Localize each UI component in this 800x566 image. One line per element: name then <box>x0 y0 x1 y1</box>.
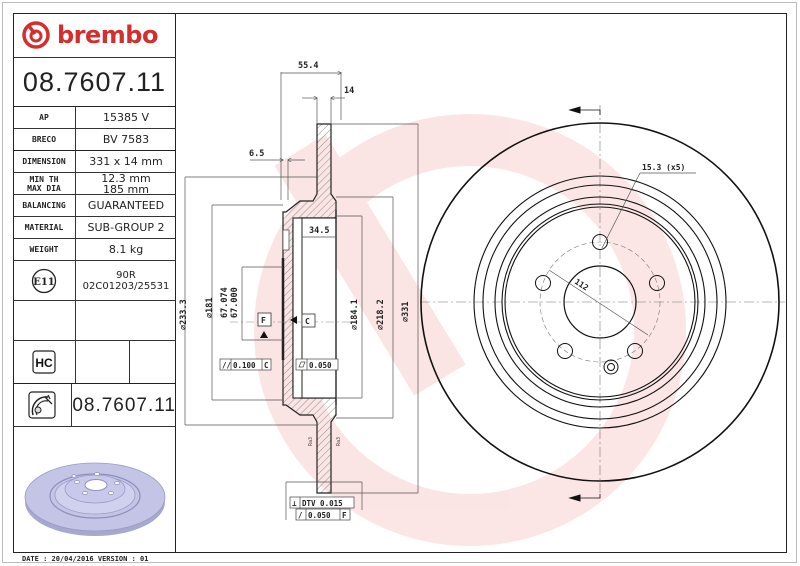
hc-row: HC <box>13 341 176 384</box>
spec-value: SUB-GROUP 2 <box>87 221 165 234</box>
homologation-line2: 02C01203/25531 <box>82 280 170 292</box>
hc-icon-cell: HC <box>13 341 76 383</box>
dim-overall-height: 55.4 <box>298 61 318 71</box>
dim-hat-wall: 6.5 <box>249 149 264 159</box>
flatness-icon <box>298 361 306 368</box>
runout-value: 0.050 <box>308 511 331 520</box>
spec-row-min-th-max-dia: MIN TH MAX DIA 12.3 mm 185 mm <box>13 173 176 195</box>
runout-ref: F <box>342 511 347 520</box>
bolt-holes <box>535 234 665 359</box>
spec-key: BALANCING <box>13 195 76 216</box>
drawing-frame <box>13 13 787 553</box>
empty-cell <box>76 301 176 340</box>
dim-dia-181: ⌀181 <box>205 298 215 318</box>
flatness-value: 0.050 <box>309 361 332 370</box>
spec-key: MATERIAL <box>13 217 76 238</box>
dtv-value: DTV 0.015 <box>302 499 343 508</box>
spec-row-material: MATERIAL SUB-GROUP 2 <box>13 217 176 239</box>
e11-circle-icon: E11 <box>31 268 57 293</box>
dim-thickness: 14 <box>344 86 354 96</box>
datum-f: F <box>257 312 272 338</box>
dtv-icon: ⊥ <box>292 499 297 508</box>
runout-frame <box>295 508 351 521</box>
front-view <box>420 105 785 502</box>
svg-text:E11: E11 <box>33 277 55 288</box>
locating-hole <box>603 359 619 375</box>
preview-cell <box>13 427 176 553</box>
spec-value: 8.1 kg <box>108 243 144 256</box>
hc-badge-icon: HC <box>32 350 56 374</box>
homologation-row: E11 90R 02C01203/25531 <box>13 261 176 301</box>
spec-key-line2: MAX DIA <box>27 183 61 193</box>
surface-mark-left: Ra3 <box>308 437 314 446</box>
spec-value-line1: 12.3 mm <box>101 171 151 185</box>
spec-row-weight: WEIGHT 8.1 kg <box>13 239 176 261</box>
technical-drawing: 55.4 14 6.5 34.5 ⌀233.3 ⌀181 67.074 67.0… <box>179 61 785 521</box>
spec-key: AP <box>13 107 76 128</box>
dim-centre-max: 67.074 <box>220 287 230 318</box>
homologation-line1: 90R <box>116 269 136 281</box>
spec-key-line1: MIN TH <box>29 174 59 184</box>
svg-text:HC: HC <box>35 356 53 370</box>
spec-key: BRECO <box>13 129 76 150</box>
dtv-frame <box>289 496 355 509</box>
homologation-icon-cell: E11 <box>13 261 76 300</box>
brand-header: brembo <box>13 13 176 58</box>
cross-section-view <box>230 123 350 494</box>
spec-row-ap: AP 15385 V <box>13 107 176 129</box>
spec-value-line2: 185 mm <box>103 182 149 196</box>
spec-value: 331 x 14 mm <box>89 155 163 168</box>
footer-date-version: DATE : 20/04/2016 VERSION : 01 <box>22 555 149 563</box>
bolt-hole-label: 15.3 (x5) <box>642 163 685 172</box>
spec-key: WEIGHT <box>13 239 76 260</box>
spec-row-dimension: DIMENSION 331 x 14 mm <box>13 151 176 173</box>
pcd-label: 112 <box>573 277 590 293</box>
dim-centre-min: 67.000 <box>230 287 240 318</box>
dim-dia-233: ⌀233.3 <box>179 299 189 330</box>
spec-value: 12.3 mm 185 mm <box>76 171 176 196</box>
parallelism-ref: C <box>264 361 269 370</box>
disc-caliper-icon <box>28 391 56 419</box>
empty-cell <box>76 341 130 383</box>
dim-hat-depth: 34.5 <box>309 226 329 236</box>
parallelism-frame <box>219 358 272 371</box>
spec-key: MIN TH MAX DIA <box>13 173 76 194</box>
homologation-text: 90R 02C01203/25531 <box>76 261 176 300</box>
empty-cell <box>130 341 176 383</box>
spec-value: BV 7583 <box>102 133 150 146</box>
dim-dia-184: ⌀184.1 <box>350 299 360 330</box>
spec-row-breco: BRECO BV 7583 <box>13 129 176 151</box>
dim-dia-331: ⌀331 <box>401 302 411 322</box>
spec-value: 15385 V <box>102 111 149 124</box>
part-number: 08.7607.11 <box>13 58 176 107</box>
runout-icon: / <box>298 511 303 520</box>
brembo-logo-icon <box>22 21 50 49</box>
spec-row-balancing: BALANCING GUARANTEED <box>13 195 176 217</box>
flatness-frame <box>295 358 339 371</box>
spec-sidebar: brembo 08.7607.11 AP 15385 V BRECO BV 75… <box>13 13 176 553</box>
parallelism-icon: // <box>222 361 232 370</box>
empty-cell <box>13 301 76 340</box>
kit-part-number: 08.7607.11 <box>72 394 176 416</box>
spec-value: GUARANTEED <box>87 199 165 212</box>
empty-row <box>13 301 176 341</box>
svg-text:C: C <box>305 317 310 326</box>
parallelism-value: 0.100 <box>233 361 256 370</box>
brake-disc-3d-render <box>24 462 166 536</box>
svg-text:F: F <box>261 316 266 325</box>
dim-dia-218: ⌀218.2 <box>376 299 386 330</box>
spec-key: DIMENSION <box>13 151 76 172</box>
kit-row: 08.7607.11 <box>13 384 176 427</box>
brand-name: brembo <box>57 21 158 49</box>
kit-icon-cell <box>13 384 73 426</box>
datum-c: C <box>290 313 316 328</box>
surface-mark-right: Ra3 <box>336 437 342 446</box>
